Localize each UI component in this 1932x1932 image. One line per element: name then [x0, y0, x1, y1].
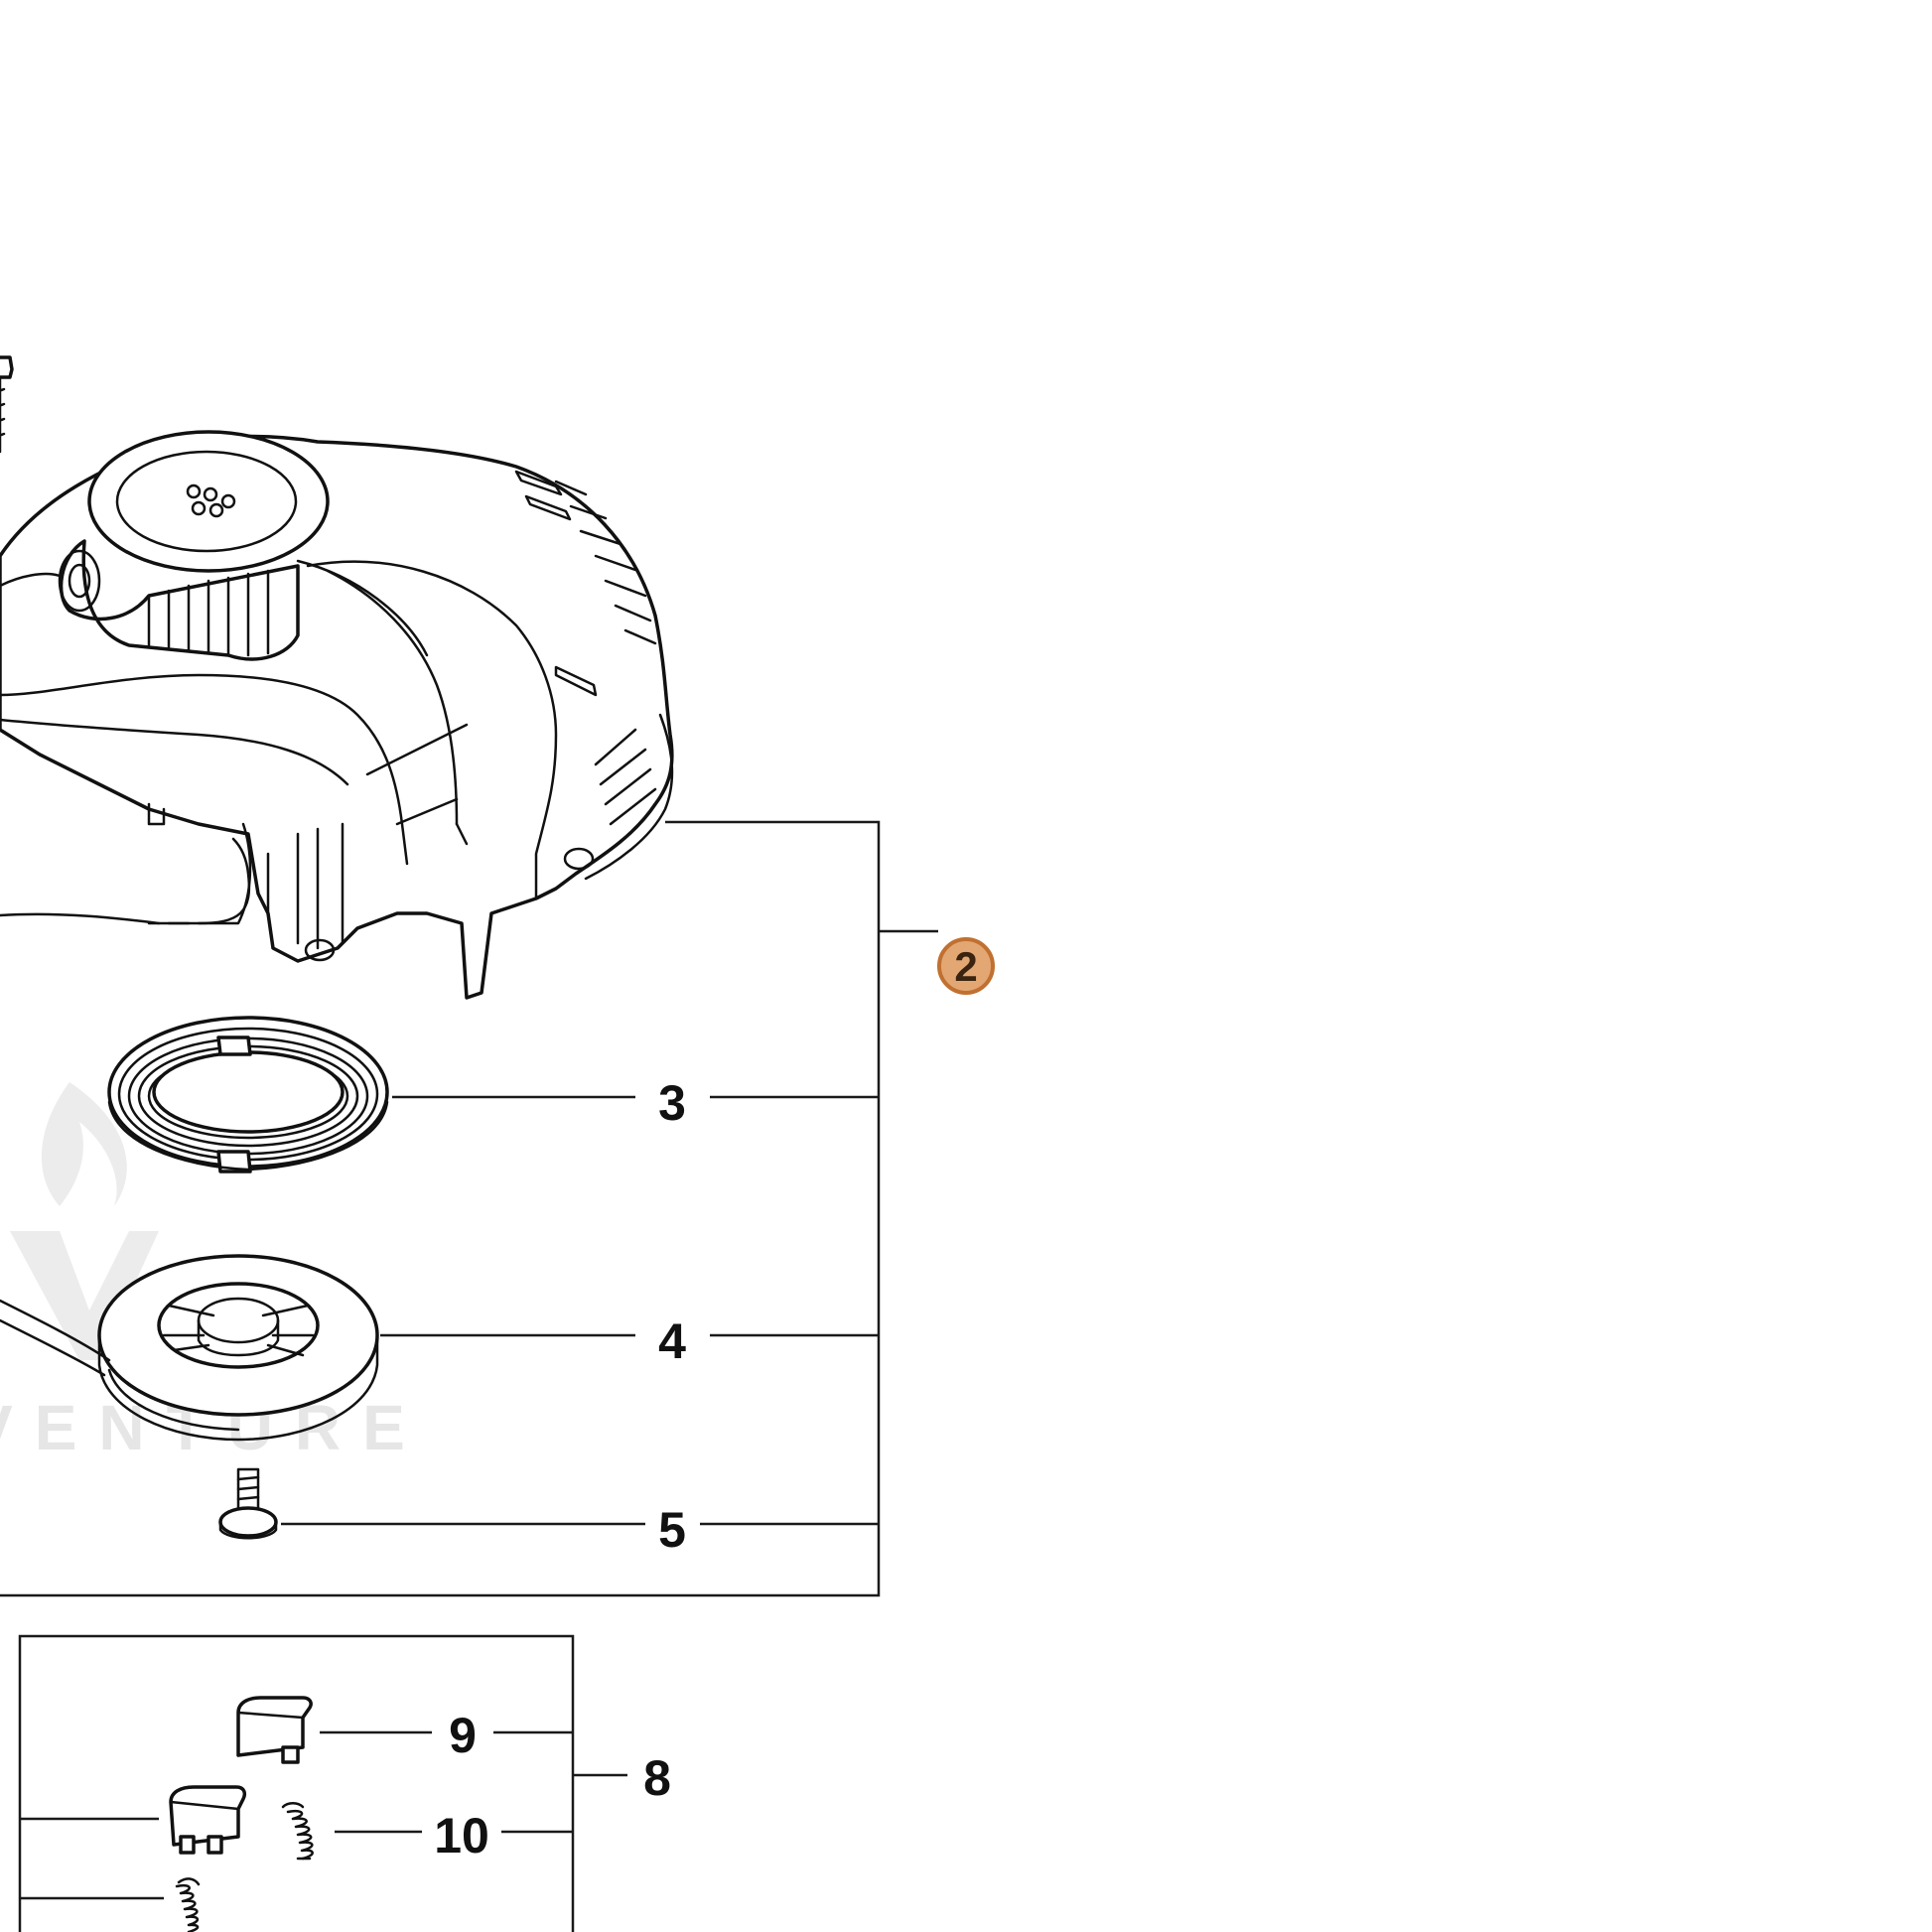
callout-badge-2-label: 2	[954, 943, 977, 990]
label-part-10: 10	[434, 1808, 489, 1863]
spring-part-10	[281, 1802, 314, 1861]
pawl-part-9	[236, 1696, 313, 1764]
rope-pulley-part-4	[0, 1254, 379, 1442]
watermark-v-logo-icon	[10, 1231, 159, 1360]
watermark-flame-icon	[41, 1082, 127, 1206]
callout-badge-2[interactable]: 2	[937, 937, 995, 995]
screw-part-5	[218, 1467, 278, 1540]
label-part-3: 3	[658, 1075, 686, 1131]
label-part-5: 5	[658, 1502, 686, 1558]
callout-badge-2-circle[interactable]	[937, 937, 995, 995]
bolt-top-left	[0, 355, 14, 454]
spring-lower	[175, 1877, 201, 1932]
label-part-4: 4	[658, 1313, 686, 1369]
label-part-8: 8	[643, 1750, 671, 1806]
label-part-9: 9	[449, 1708, 477, 1763]
leader-lines	[0, 820, 938, 1597]
rewind-spring-part-3	[107, 1016, 389, 1173]
pawl-kit-box	[18, 1634, 627, 1932]
starter-housing	[0, 430, 674, 1000]
pawl-left	[169, 1785, 247, 1855]
